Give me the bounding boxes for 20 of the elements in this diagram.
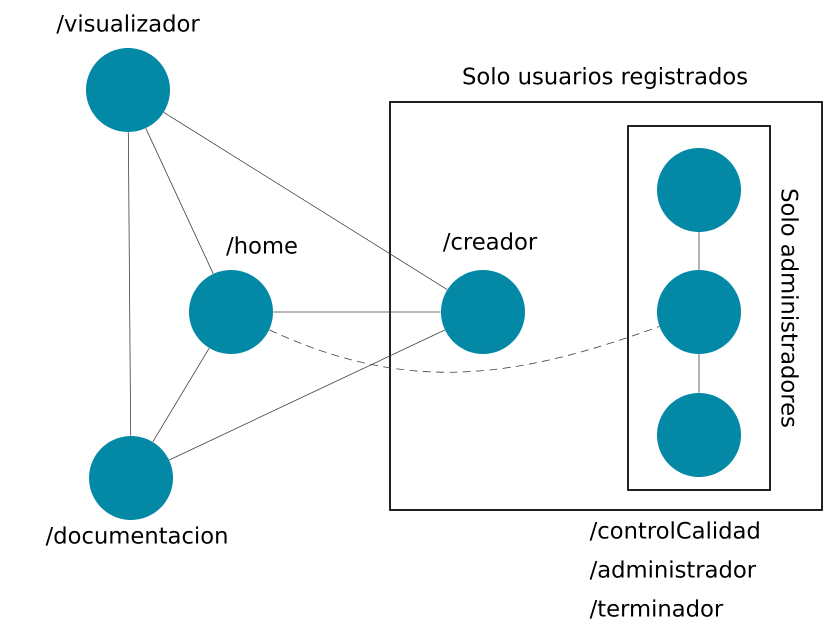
node-label: /documentacion (46, 526, 227, 546)
connector-line (152, 348, 210, 442)
route-label: /terminador (590, 599, 724, 619)
connector-line (128, 132, 132, 436)
route-label: /administrador (590, 560, 756, 580)
node-label: /creador (442, 232, 538, 252)
connector-line (163, 112, 448, 290)
region-title: Solo administradores (781, 190, 799, 427)
connector-line (698, 232, 700, 270)
connector-line (168, 330, 446, 460)
node-label: /home (226, 236, 297, 256)
region-title: Solo usuarios registrados (464, 67, 747, 89)
circle-node (657, 270, 741, 354)
node-label: /visualizador (56, 14, 200, 34)
circle-node (657, 148, 741, 232)
connector-line (145, 128, 214, 274)
route-label: /controlCalidad (590, 521, 759, 541)
connector-line (268, 326, 660, 372)
circle-node (657, 393, 741, 477)
connector-line (698, 354, 700, 394)
